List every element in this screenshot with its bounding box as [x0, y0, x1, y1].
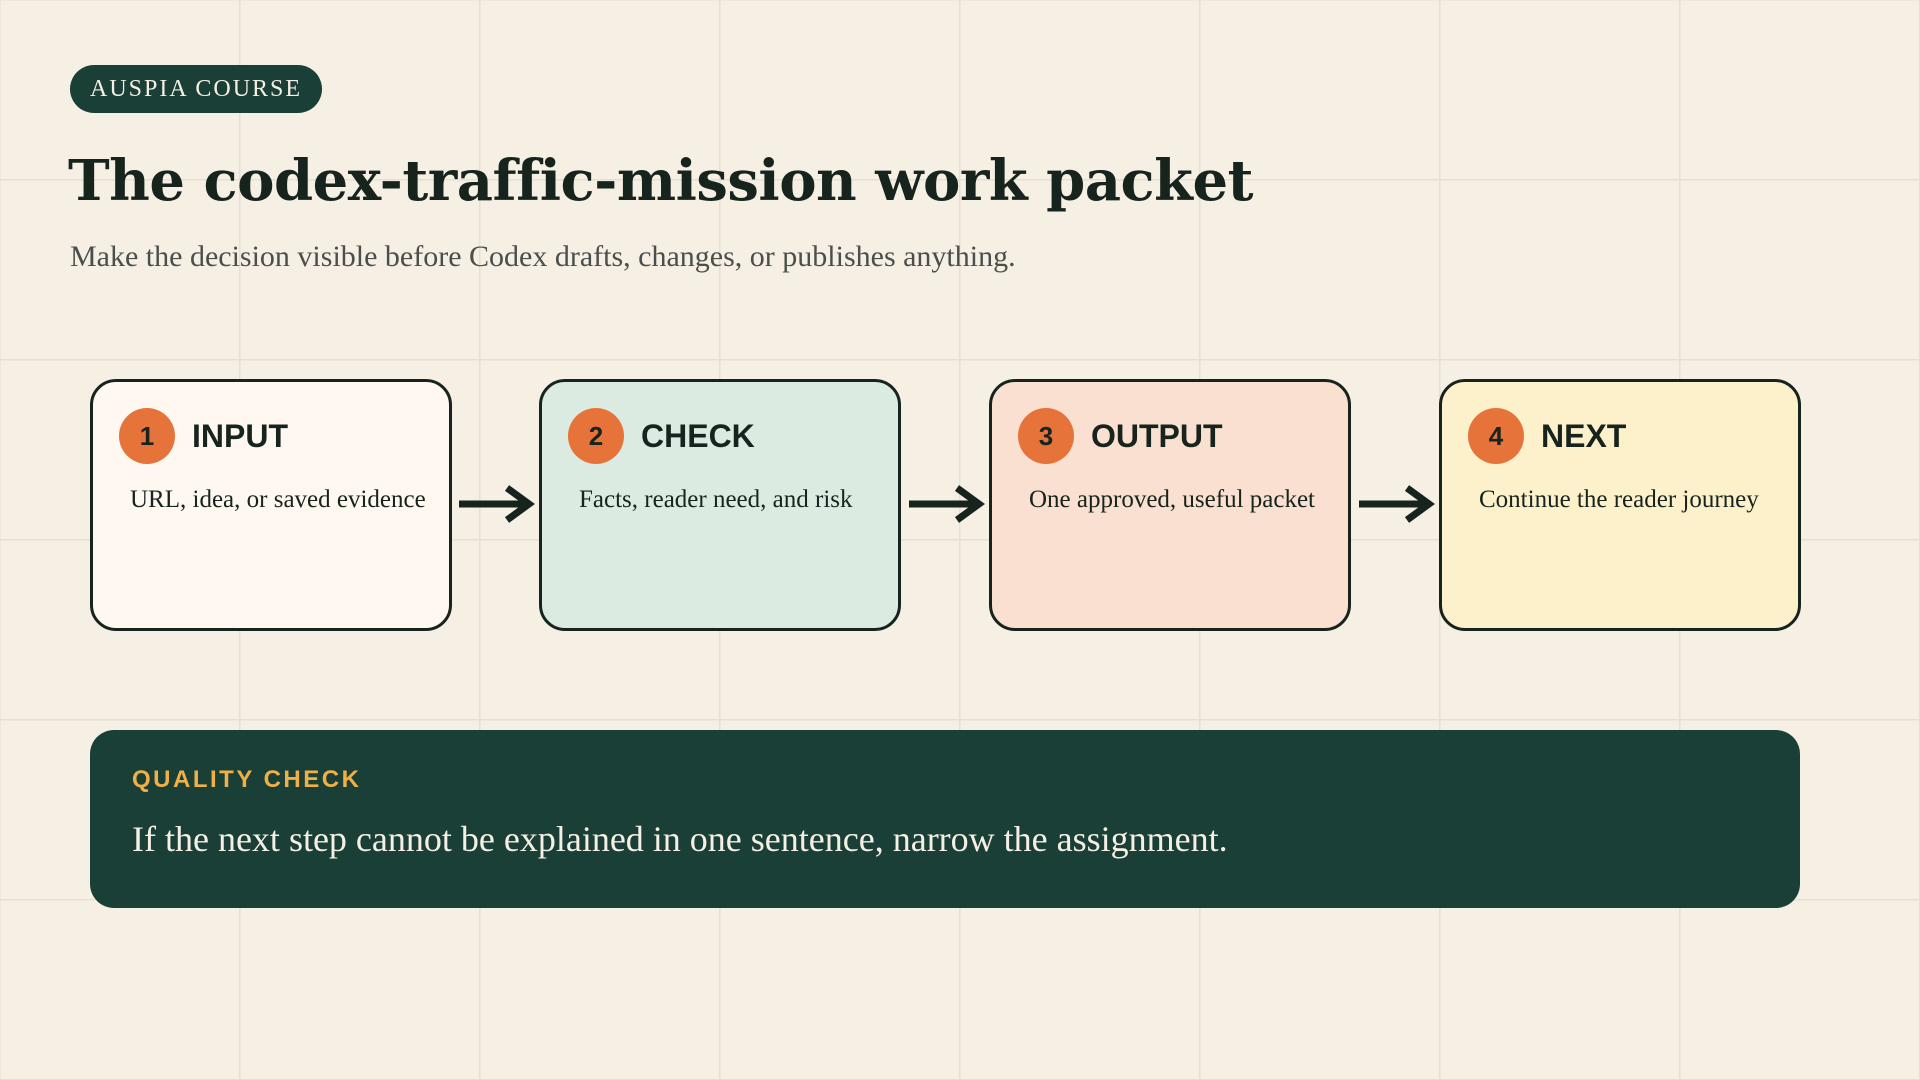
step-title: OUTPUT	[1091, 418, 1223, 454]
arrow-right-icon	[1359, 485, 1435, 523]
arrow-right-icon	[909, 485, 985, 523]
step-description: One approved, useful packet	[1029, 486, 1315, 513]
step-description: URL, idea, or saved evidence	[130, 486, 426, 513]
arrow-right-icon	[459, 485, 535, 523]
step-number-badge: 2	[568, 408, 624, 464]
step-number-badge: 1	[119, 408, 175, 464]
step-number-badge: 4	[1468, 408, 1524, 464]
page-title: The codex-traffic-mission work packet	[68, 148, 1253, 214]
step-output: 3 OUTPUT One approved, useful packet	[989, 379, 1351, 631]
quality-check-panel: QUALITY CHECK If the next step cannot be…	[90, 730, 1800, 908]
course-badge: AUSPIA COURSE	[70, 65, 323, 113]
step-number-badge: 3	[1018, 408, 1074, 464]
step-check: 2 CHECK Facts, reader need, and risk	[539, 379, 901, 631]
step-title: INPUT	[192, 418, 288, 454]
step-title: CHECK	[641, 418, 755, 454]
step-description: Continue the reader journey	[1479, 486, 1759, 513]
step-description: Facts, reader need, and risk	[579, 486, 853, 513]
step-input: 1 INPUT URL, idea, or saved evidence	[90, 379, 452, 631]
step-next: 4 NEXT Continue the reader journey	[1439, 379, 1801, 631]
step-title: NEXT	[1541, 418, 1627, 454]
quality-check-text: If the next step cannot be explained in …	[132, 819, 1228, 859]
quality-check-label: QUALITY CHECK	[132, 766, 362, 793]
page-subtitle: Make the decision visible before Codex d…	[70, 240, 1016, 273]
